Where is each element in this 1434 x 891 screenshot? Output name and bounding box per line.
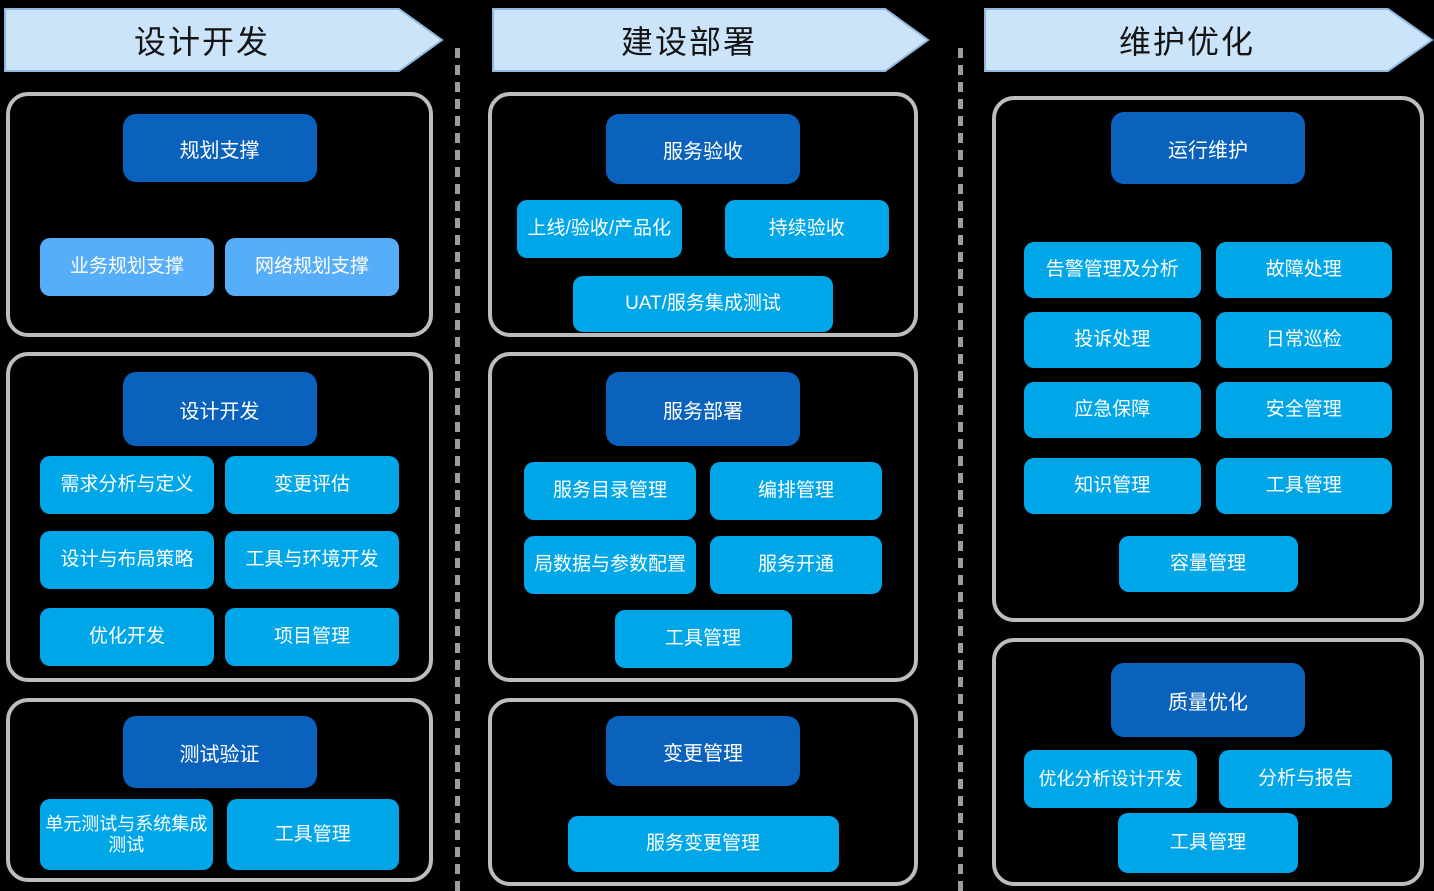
item-box: 上线/验收/产品化	[517, 200, 682, 258]
item-box: 需求分析与定义	[40, 456, 214, 514]
section-planning-support: 规划支撑 业务规划支撑 网络规划支撑	[6, 92, 433, 337]
item-box: 业务规划支撑	[40, 238, 214, 296]
item-box: 局数据与参数配置	[524, 536, 696, 594]
item-box: 安全管理	[1215, 382, 1392, 438]
item-box: 优化分析设计开发	[1024, 750, 1197, 808]
banner-build-deploy: 建设部署	[492, 8, 930, 72]
column-separator	[455, 48, 460, 891]
item-box: 告警管理及分析	[1024, 242, 1201, 298]
section-header: 服务部署	[606, 372, 800, 446]
item-box: 单元测试与系统集成测试	[40, 799, 213, 870]
section-quality-optimization: 质量优化 优化分析设计开发 分析与报告 工具管理	[992, 638, 1424, 886]
item-box: 分析与报告	[1219, 750, 1392, 808]
item-box: 服务开通	[710, 536, 882, 594]
item-box: 工具与环境开发	[225, 531, 399, 589]
item-box: 工具管理	[1118, 813, 1298, 873]
banner-design-dev: 设计开发	[4, 8, 444, 72]
section-service-deploy: 服务部署 服务目录管理 编排管理 局数据与参数配置 服务开通 工具管理	[488, 352, 918, 682]
section-header: 质量优化	[1111, 663, 1305, 737]
arrow-banner-shape	[984, 8, 1434, 72]
section-operation-maintenance: 运行维护 告警管理及分析 故障处理 投诉处理 日常巡检 应急保障 安全管理 知识…	[992, 96, 1424, 622]
arrow-banner-shape	[4, 8, 444, 72]
banner-label: 建设部署	[620, 24, 757, 60]
item-box: 服务目录管理	[524, 462, 696, 520]
section-header: 运行维护	[1111, 112, 1305, 184]
item-box: UAT/服务集成测试	[573, 276, 833, 332]
item-box: 投诉处理	[1024, 312, 1201, 368]
item-box: 应急保障	[1024, 382, 1201, 438]
arrow-banner-shape	[492, 8, 930, 72]
section-header: 规划支撑	[122, 114, 317, 182]
section-header: 设计开发	[122, 372, 317, 446]
item-box: 故障处理	[1215, 242, 1392, 298]
banner-maintain-optimize: 维护优化	[984, 8, 1434, 72]
item-box: 服务变更管理	[567, 816, 839, 872]
column-separator	[958, 48, 963, 891]
item-box: 编排管理	[710, 462, 882, 520]
section-test-verify: 测试验证 单元测试与系统集成测试 工具管理	[6, 698, 433, 882]
section-service-acceptance: 服务验收 上线/验收/产品化 持续验收 UAT/服务集成测试	[488, 92, 918, 337]
item-box: 项目管理	[225, 608, 399, 666]
item-box: 变更评估	[225, 456, 399, 514]
item-box: 工具管理	[1215, 458, 1392, 514]
item-box: 知识管理	[1024, 458, 1201, 514]
section-header: 测试验证	[122, 716, 317, 788]
item-box: 日常巡检	[1215, 312, 1392, 368]
item-box: 工具管理	[614, 610, 792, 668]
banner-label: 设计开发	[133, 24, 270, 60]
section-change-mgmt: 变更管理 服务变更管理	[488, 698, 918, 886]
item-box: 优化开发	[40, 608, 214, 666]
section-header: 服务验收	[606, 114, 800, 184]
item-box: 容量管理	[1118, 536, 1298, 592]
banner-label: 维护优化	[1118, 24, 1255, 60]
item-box: 网络规划支撑	[225, 238, 399, 296]
item-box: 设计与布局策略	[40, 531, 214, 589]
section-header: 变更管理	[606, 716, 800, 786]
item-box: 工具管理	[226, 799, 399, 870]
section-design-dev: 设计开发 需求分析与定义 变更评估 设计与布局策略 工具与环境开发 优化开发 项…	[6, 352, 433, 682]
item-box: 持续验收	[724, 200, 889, 258]
